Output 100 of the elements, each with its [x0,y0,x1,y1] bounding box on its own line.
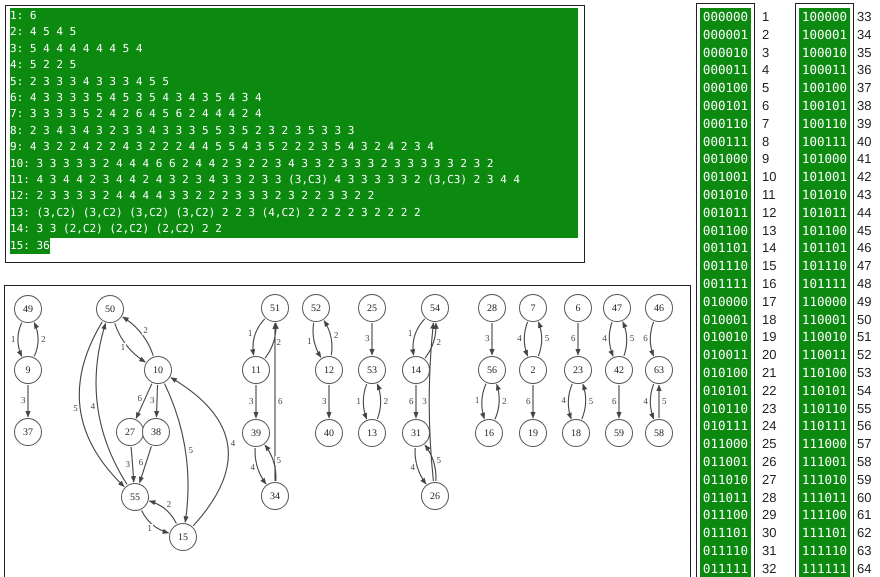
graph-node: 10 [144,356,172,384]
edge-label: 5 [544,334,550,343]
edge-label: 2 [166,500,172,510]
arrow [154,384,160,418]
arrow [312,322,322,358]
binary-code: 010100 [700,364,751,382]
arrow [523,322,528,357]
arrow [413,385,419,419]
binary-code: 000010 [700,44,751,62]
arrow [480,384,487,420]
graph-node: 23 [564,356,592,384]
arrow [575,323,581,356]
binary-code: 110011 [799,346,850,364]
arrow [410,318,426,356]
binary-code: 101110 [799,257,850,275]
binary-code: 010011 [700,346,751,364]
edge-label: 2 [382,396,390,406]
graph-node: 63 [645,356,673,384]
graph-node: 47 [603,294,631,322]
binary-code: 100010 [799,44,850,62]
row-number: 57 [857,435,872,453]
row-number: 1 [762,8,770,26]
edge-label: 3 [149,396,156,405]
binary-code: 001011 [700,204,751,222]
row-number: 11 [762,186,776,204]
graph-node: 37 [14,418,42,446]
row-number: 39 [857,114,872,133]
binary-code: 001101 [700,239,751,258]
binary-code: 100101 [799,97,850,115]
edge-label: 6 [277,397,284,406]
graph-node: 18 [562,419,590,447]
graph-node: 16 [475,419,503,447]
row-number: 20 [762,346,776,364]
row-number: 47 [857,257,872,275]
arrow [608,322,614,357]
arrow [369,323,375,356]
arrow [170,377,229,526]
arrow [254,448,266,485]
arrow [656,384,662,418]
row-number: 45 [857,222,872,240]
edge-label: 3 [421,397,428,406]
row-number: 37 [857,79,872,97]
row-number: 16 [762,275,776,293]
row-number: 24 [762,417,776,436]
edge-label: 2 [501,397,508,406]
binary-code: 111111 [799,560,850,577]
edge-label: 2 [276,338,282,347]
edge-label: 2 [142,326,149,334]
graph-node: 27 [116,418,144,446]
graph-node: 9 [14,356,42,384]
arrow [122,316,154,356]
arrow [136,383,152,419]
graph-node: 58 [645,419,673,447]
edge-label: 5 [275,456,282,465]
arrow [424,322,439,358]
row-number: 61 [857,506,872,524]
arrow [566,384,573,420]
edge-label: 2 [40,334,47,344]
arrow [326,385,332,419]
row-number: 31 [762,542,776,560]
edge-label: 3 [124,460,131,469]
edge-label: 1 [306,336,313,346]
graph-node: 46 [645,294,673,322]
edge-label: 5 [628,334,636,343]
edge-label: 6 [136,394,143,403]
edge-label: 1 [474,396,480,405]
graph-node: 25 [358,294,386,322]
edge-label: 4 [516,334,523,343]
binary-code: 111101 [799,524,850,542]
edge-label: 1 [10,334,16,344]
row-number: 41 [857,150,872,168]
row-number: 64 [857,560,872,577]
edge-label: 6 [525,396,532,406]
row-number: 58 [857,453,872,471]
graph-node: 42 [605,356,633,384]
row-number: 55 [857,400,872,418]
row-number: 32 [762,560,776,577]
binary-code: 110110 [799,400,850,418]
row-number: 40 [857,132,872,150]
edge-label: 1 [146,524,153,533]
graph-node: 13 [358,419,386,447]
row-number: 33 [857,8,872,26]
binary-code: 010000 [700,292,751,311]
edge-label: 4 [601,334,608,344]
edge-label: 1 [246,329,254,338]
arrow [141,510,170,534]
arrow [264,322,279,358]
edge-label: 4 [560,396,567,406]
row-number: 46 [857,239,872,258]
edge-label: 2 [436,338,442,347]
arrow [324,320,332,356]
row-number: 36 [857,61,872,80]
binary-code: 000011 [700,61,751,80]
binary-code: 010110 [700,400,751,418]
binary-code: 001111 [700,275,751,293]
row-number: 63 [857,542,872,560]
arrow [494,384,501,420]
graph-node: 56 [478,356,506,384]
edge-label: 4 [642,396,649,406]
binary-code: 001001 [700,168,751,186]
